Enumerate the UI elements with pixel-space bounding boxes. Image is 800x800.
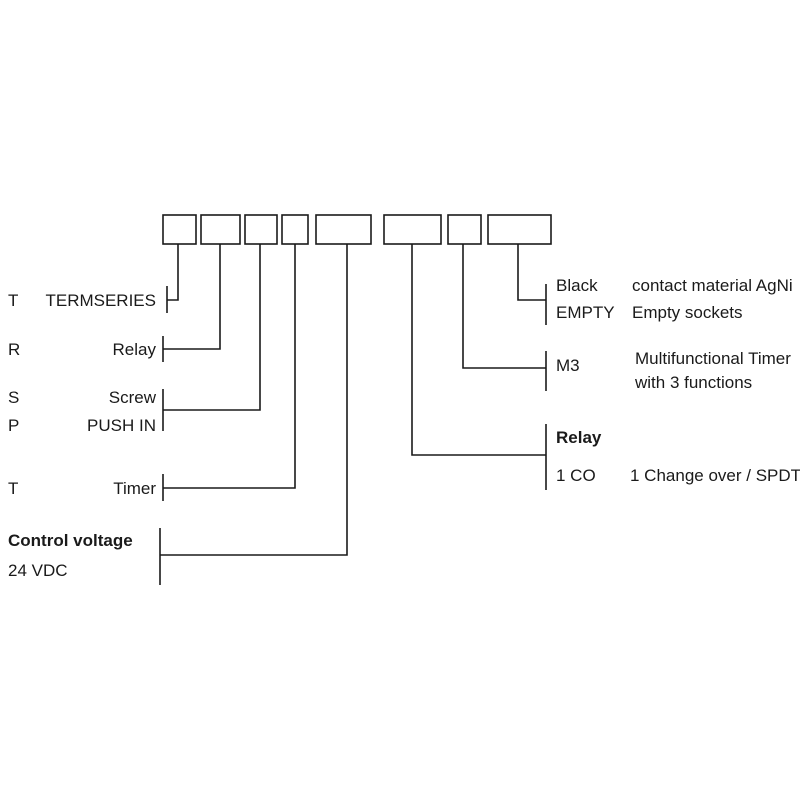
code-1co: 1 CO xyxy=(556,466,596,485)
connector-output xyxy=(411,244,546,456)
code-box-6 xyxy=(383,214,442,245)
code-box-8 xyxy=(487,214,552,245)
code-letter-relay: R xyxy=(8,340,20,359)
code-box-7 xyxy=(447,214,482,245)
label-relay: Relay xyxy=(113,340,157,359)
label-termseries: TERMSERIES xyxy=(45,291,156,310)
code-box-2 xyxy=(200,214,241,245)
connector-termseries xyxy=(167,244,179,301)
desc-m3-line2: with 3 functions xyxy=(634,373,752,392)
label-control-voltage: Control voltage xyxy=(8,531,133,550)
code-letter-timer: T xyxy=(8,479,18,498)
code-letter-pushin: P xyxy=(8,416,19,435)
desc-m3-line1: Multifunctional Timer xyxy=(635,349,791,368)
code-box-4 xyxy=(281,214,309,245)
code-letter-screw: S xyxy=(8,388,19,407)
code-black: Black xyxy=(556,276,598,295)
desc-1co: 1 Change over / SPDT xyxy=(630,466,800,485)
label-screw: Screw xyxy=(109,388,157,407)
code-letter-termseries: T xyxy=(8,291,18,310)
code-box-3 xyxy=(244,214,278,245)
connector-timer xyxy=(163,244,296,489)
code-m3: M3 xyxy=(556,356,580,375)
code-box-5 xyxy=(315,214,372,245)
code-empty: EMPTY xyxy=(556,303,615,322)
desc-empty-sockets: Empty sockets xyxy=(632,303,743,322)
label-output-relay: Relay xyxy=(556,428,602,447)
connector-contact xyxy=(517,244,546,301)
connector-control-voltage xyxy=(160,244,348,556)
label-timer: Timer xyxy=(113,479,156,498)
connector-m3 xyxy=(462,244,546,369)
connector-screw-pushin xyxy=(163,244,261,411)
desc-contact-material: contact material AgNi xyxy=(632,276,793,295)
connector-relay xyxy=(163,244,221,350)
value-control-voltage: 24 VDC xyxy=(8,561,68,580)
code-box-1 xyxy=(162,214,197,245)
label-pushin: PUSH IN xyxy=(87,416,156,435)
